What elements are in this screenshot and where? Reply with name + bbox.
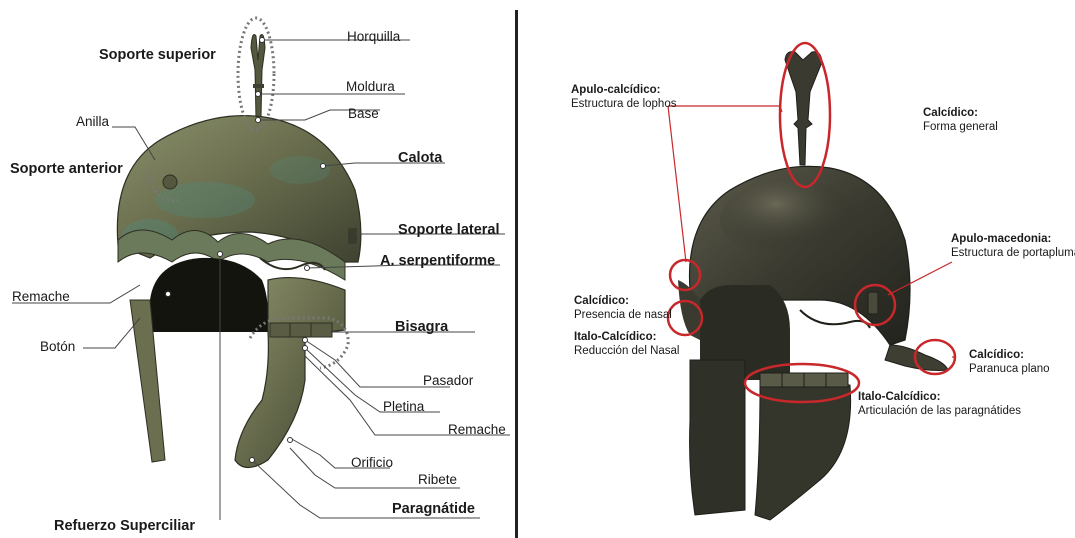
label-moldura: Moldura	[346, 80, 395, 94]
label-refuerzo-superciliar: Refuerzo Superciliar	[54, 519, 195, 534]
annotation-title: Calcídico:	[923, 106, 998, 120]
annotation-subtitle: Estructura de lophos	[571, 97, 676, 111]
annotation-subtitle: Reducción del Nasal	[574, 344, 679, 358]
label-pletina: Pletina	[383, 400, 424, 414]
annotation-title: Calcídico:	[574, 294, 672, 308]
annotation-italo-articulacion: Italo-Calcídico: Articulación de las par…	[858, 390, 1021, 419]
label-anilla: Anilla	[76, 115, 109, 129]
label-calota: Calota	[398, 151, 442, 166]
annotation-apulo-calcidico: Apulo-calcídico: Estructura de lophos	[571, 83, 676, 112]
annotation-calcidico-paranuca: Calcídico: Paranuca plano	[969, 348, 1050, 377]
annotation-subtitle: Paranuca plano	[969, 362, 1050, 376]
annotation-calcidico-nasal: Calcídico: Presencia de nasal	[574, 294, 672, 323]
label-bisagra: Bisagra	[395, 320, 448, 335]
label-horquilla: Horquilla	[347, 30, 400, 44]
annotation-title: Apulo-calcídico:	[571, 83, 676, 97]
label-soporte-lateral: Soporte lateral	[398, 223, 500, 238]
annotation-italo-nasal: Italo-Calcídico: Reducción del Nasal	[574, 330, 679, 359]
annotation-title: Calcídico:	[969, 348, 1050, 362]
annotation-subtitle: Estructura de portaplumas	[951, 246, 1075, 260]
label-orificio: Orificio	[351, 456, 393, 470]
label-paragnatide: Paragnátide	[392, 502, 475, 517]
annotation-apulo-macedonia: Apulo-macedonia: Estructura de portaplum…	[951, 232, 1075, 261]
label-soporte-anterior: Soporte anterior	[10, 162, 123, 177]
label-pasador: Pasador	[423, 374, 473, 388]
annotation-subtitle: Presencia de nasal	[574, 308, 672, 322]
annotation-title: Italo-Calcídico:	[574, 330, 679, 344]
label-soporte-superior: Soporte superior	[99, 48, 216, 63]
label-a-serpentiforme: A. serpentiforme	[380, 254, 495, 269]
annotation-calcidico-forma: Calcídico: Forma general	[923, 106, 998, 135]
left-helmet-illustration	[117, 35, 361, 468]
label-remache-1: Remache	[12, 290, 70, 304]
label-base: Base	[348, 107, 379, 121]
label-ribete: Ribete	[418, 473, 457, 487]
panel-divider	[515, 10, 518, 538]
annotation-title: Apulo-macedonia:	[951, 232, 1075, 246]
annotation-subtitle: Articulación de las paragnátides	[858, 404, 1021, 418]
annotation-title: Italo-Calcídico:	[858, 390, 1021, 404]
annotation-subtitle: Forma general	[923, 120, 998, 134]
label-boton: Botón	[40, 340, 75, 354]
label-remache-2: Remache	[448, 423, 506, 437]
right-helmet-illustration	[678, 52, 948, 520]
